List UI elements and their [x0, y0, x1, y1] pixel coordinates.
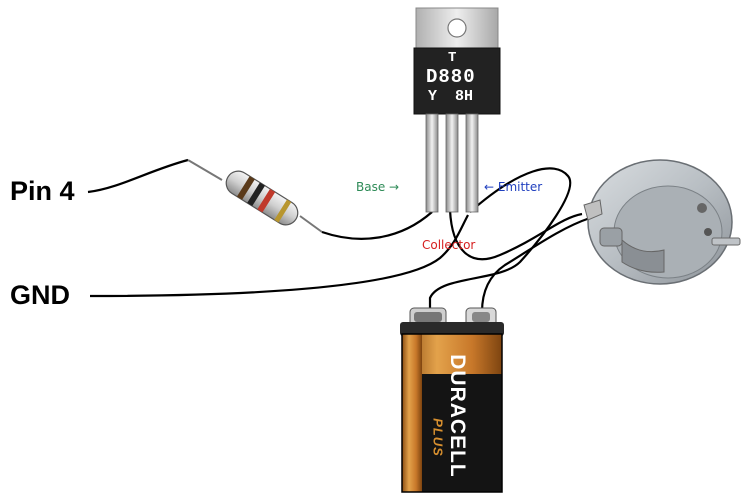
emitter-label-text: Emitter [497, 180, 543, 194]
transistor [413, 7, 501, 213]
pin4-wire [87, 158, 189, 194]
base-wire [321, 211, 433, 240]
resistor-lead-left [187, 159, 223, 181]
motor-shaft [711, 237, 741, 246]
battery-brand: DURACELL [446, 354, 469, 478]
resistor-lead-right [299, 215, 323, 233]
transistor-marking-line1: T [448, 50, 457, 66]
motor-battery-wire [480, 216, 591, 313]
battery-sub: PLUS [430, 418, 446, 457]
emitter-label: ← Emitter [484, 180, 542, 194]
base-label: Base → [356, 180, 399, 194]
battery [400, 307, 504, 493]
emitter-wire [428, 167, 572, 312]
collector-wire [448, 209, 583, 261]
transistor-marking-line2: D880 [426, 66, 476, 88]
gnd-label: GND [10, 280, 70, 310]
mounting-hole [447, 18, 467, 38]
transistor-marking-line3: Y 8H [428, 88, 474, 105]
resistor [225, 170, 299, 226]
base-label-text: Base [356, 180, 386, 194]
collector-label: Collector [422, 238, 476, 252]
motor [583, 159, 741, 285]
pin4-label: Pin 4 [10, 176, 75, 206]
emitter-arrow: ← [484, 180, 498, 194]
base-arrow: → [385, 180, 400, 194]
